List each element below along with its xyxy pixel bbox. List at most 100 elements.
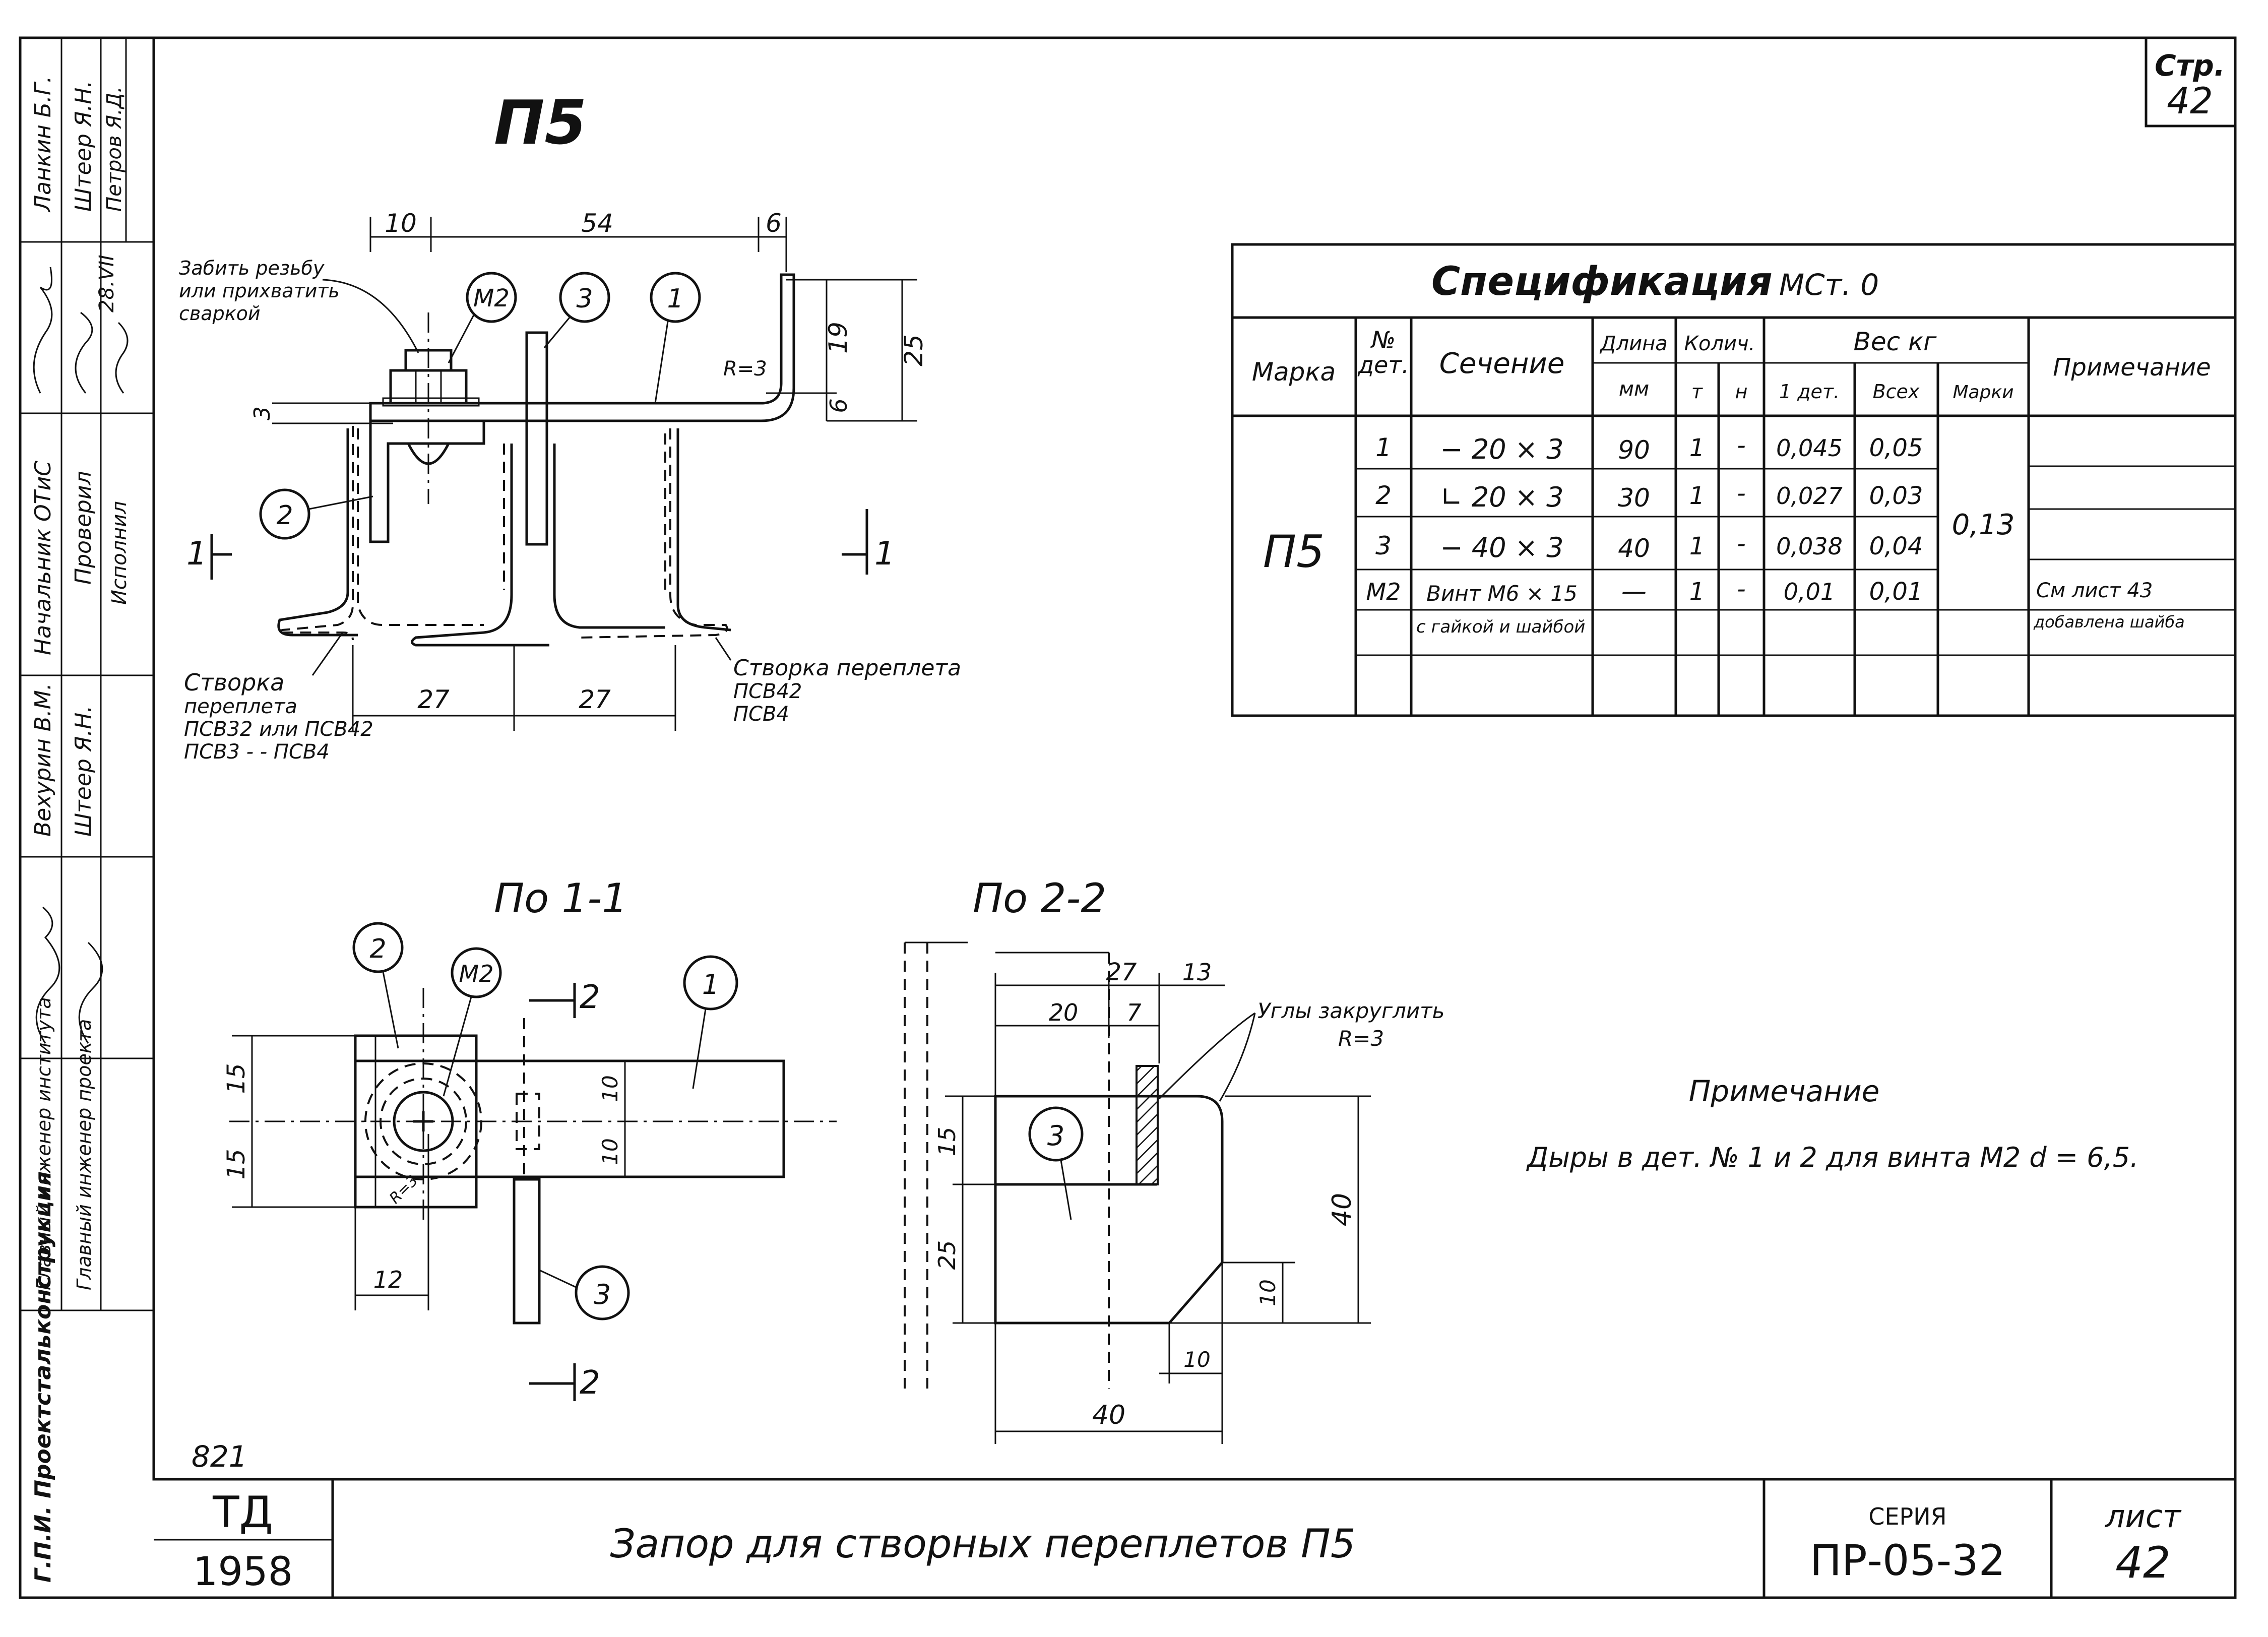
svg-text:0,01: 0,01 bbox=[1784, 578, 1835, 605]
corner-note-1: Углы закруглить bbox=[1257, 998, 1444, 1023]
callout-2-plan: 2 bbox=[352, 922, 404, 1049]
svg-text:0,03: 0,03 bbox=[1869, 482, 1923, 510]
svg-text:-: - bbox=[1737, 431, 1745, 460]
svg-text:—: — bbox=[1621, 577, 1647, 606]
spec-head-mark: Марка bbox=[1252, 357, 1336, 387]
dim-12: 12 bbox=[373, 1266, 403, 1293]
left-sash-label-2: переплета bbox=[184, 695, 297, 718]
radius-label: R=3 bbox=[723, 357, 767, 381]
spec-head-w-all: Всех bbox=[1873, 381, 1920, 403]
spec-mark-weight: 0,13 bbox=[1952, 509, 2015, 541]
section-mark-2-top: 2 bbox=[529, 979, 600, 1018]
series-label: СЕРИЯ bbox=[1868, 1503, 1946, 1530]
svg-text:2: 2 bbox=[276, 500, 293, 531]
dim-27-right: 27 bbox=[579, 685, 611, 714]
sheet-label: лист bbox=[2105, 1498, 2182, 1535]
notes-block: Примечание Дыры в дет. № 1 и 2 для винта… bbox=[1526, 1074, 2138, 1173]
svg-text:3: 3 bbox=[1375, 531, 1392, 560]
plate-part-3-plan bbox=[516, 1093, 540, 1150]
sidebar-name-vekhurin: Вехурин В.М. bbox=[30, 683, 56, 837]
svg-text:М2: М2 bbox=[473, 284, 510, 312]
sash-left bbox=[277, 426, 354, 641]
notes-title: Примечание bbox=[1689, 1074, 1880, 1108]
signature-sidebar: Ланкин Б.Г. Начальник ОТиС Вехурин В.М. … bbox=[20, 38, 154, 1583]
svg-text:3: 3 bbox=[594, 1279, 611, 1310]
signature-5 bbox=[78, 941, 103, 1044]
drawing-year: 1958 bbox=[193, 1549, 293, 1595]
sidebar-head-otis: Начальник ОТиС bbox=[30, 461, 56, 655]
svg-text:2: 2 bbox=[580, 979, 600, 1016]
section-1-1: По 1-1 15 15 10 10 12 R=3 bbox=[222, 875, 837, 1402]
weld-note-1: Забить резьбу bbox=[179, 257, 325, 279]
plate-part-1-plan bbox=[354, 1059, 785, 1178]
dim-40-horiz: 40 bbox=[1092, 1400, 1125, 1430]
svg-text:30: 30 bbox=[1618, 483, 1650, 513]
dim-54: 54 bbox=[581, 209, 613, 238]
svg-text:3: 3 bbox=[1047, 1120, 1064, 1152]
spec-head-qty-n: н bbox=[1735, 381, 1748, 403]
sheet-frame bbox=[19, 36, 2237, 1599]
right-sash-label-3: ПСВ4 bbox=[733, 703, 789, 726]
spec-row: с гайкой и шайбой добавлена шайба bbox=[1416, 612, 2185, 637]
callout-2: 2 bbox=[259, 488, 373, 540]
signature-1 bbox=[33, 267, 53, 394]
svg-text:2: 2 bbox=[580, 1364, 600, 1402]
spec-row: 2 ∟ 20 × 3 30 1 - 0,027 0,03 bbox=[1375, 479, 1923, 513]
section-mark-1-left: 1 bbox=[186, 534, 232, 580]
callout-3-section: 3 bbox=[1028, 1106, 1084, 1220]
hatched-bar bbox=[1136, 1065, 1159, 1185]
dim-10-horiz: 10 bbox=[1183, 1347, 1210, 1372]
svg-text:∟ 20 × 3: ∟ 20 × 3 bbox=[1440, 481, 1563, 513]
callout-3-plan: 3 bbox=[539, 1265, 630, 1320]
svg-text:1: 1 bbox=[702, 969, 719, 1000]
callout-3: 3 bbox=[543, 272, 610, 348]
weld-note-2: или прихватить bbox=[179, 280, 340, 302]
corner-note-2: R=3 bbox=[1338, 1026, 1384, 1051]
svg-text:1: 1 bbox=[1689, 434, 1705, 462]
drawing-name: Запор для створных переплетов П5 bbox=[610, 1522, 1356, 1567]
svg-text:0,027: 0,027 bbox=[1776, 482, 1843, 510]
svg-text:1: 1 bbox=[874, 535, 895, 573]
dim-20-sec2: 20 bbox=[1049, 999, 1079, 1026]
spec-head-length-unit: мм bbox=[1619, 377, 1649, 401]
sidebar-name-shteer-2: Штеер Я.Н. bbox=[71, 706, 96, 837]
svg-text:− 20 × 3: − 20 × 3 bbox=[1440, 433, 1563, 465]
dim-3: 3 bbox=[249, 406, 275, 420]
spec-mark-value: П5 bbox=[1263, 526, 1325, 578]
spec-head-det: дет. bbox=[1357, 351, 1409, 379]
svg-text:М2: М2 bbox=[1366, 578, 1401, 605]
left-sash-label-1: Створка bbox=[184, 669, 284, 696]
sidebar-executed: Исполнил bbox=[108, 501, 131, 605]
main-view: 10 54 6 19 25 6 R=3 3 bbox=[179, 209, 961, 764]
svg-text:-: - bbox=[1737, 479, 1745, 508]
sheet-number: 42 bbox=[2115, 1538, 2170, 1588]
svg-text:3: 3 bbox=[576, 284, 593, 314]
dim-10-vert: 10 bbox=[1255, 1279, 1280, 1306]
sash-right bbox=[579, 428, 728, 639]
dim-27-sec2: 27 bbox=[1106, 958, 1137, 986]
drawing-title: П5 bbox=[494, 88, 587, 158]
left-sash-label-4: ПСВ3 - - ПСВ4 bbox=[184, 740, 330, 764]
spec-head-note: Примечание bbox=[2053, 353, 2211, 382]
svg-text:0,05: 0,05 bbox=[1869, 434, 1923, 462]
spec-table: Спецификация МСт. 0 Марка № дет. Сечение… bbox=[1231, 243, 2237, 717]
dim-13-sec2: 13 bbox=[1182, 959, 1212, 986]
svg-text:1: 1 bbox=[1689, 578, 1705, 606]
weld-note-3: сваркой bbox=[179, 302, 261, 325]
sidebar-name-shteer-1: Штеер Я.Н. bbox=[71, 81, 96, 212]
svg-text:0,038: 0,038 bbox=[1776, 533, 1843, 560]
svg-text:-: - bbox=[1737, 530, 1745, 558]
svg-text:90: 90 bbox=[1618, 435, 1650, 465]
dim-15-bottom: 15 bbox=[222, 1149, 250, 1179]
spec-head-w-one: 1 дет. bbox=[1779, 381, 1840, 403]
spec-row: 1 − 20 × 3 90 1 - 0,045 0,05 bbox=[1375, 431, 1923, 465]
plate-part-3-section bbox=[994, 1095, 1224, 1325]
archive-number: 821 bbox=[192, 1439, 247, 1474]
dim-27-left: 27 bbox=[417, 685, 450, 714]
svg-text:1: 1 bbox=[1689, 532, 1705, 560]
svg-text:М2: М2 bbox=[459, 960, 494, 987]
dim-6: 6 bbox=[766, 209, 782, 238]
callout-m2: М2 bbox=[448, 272, 517, 363]
plate-part-3 bbox=[525, 331, 548, 546]
svg-text:1: 1 bbox=[667, 284, 683, 314]
